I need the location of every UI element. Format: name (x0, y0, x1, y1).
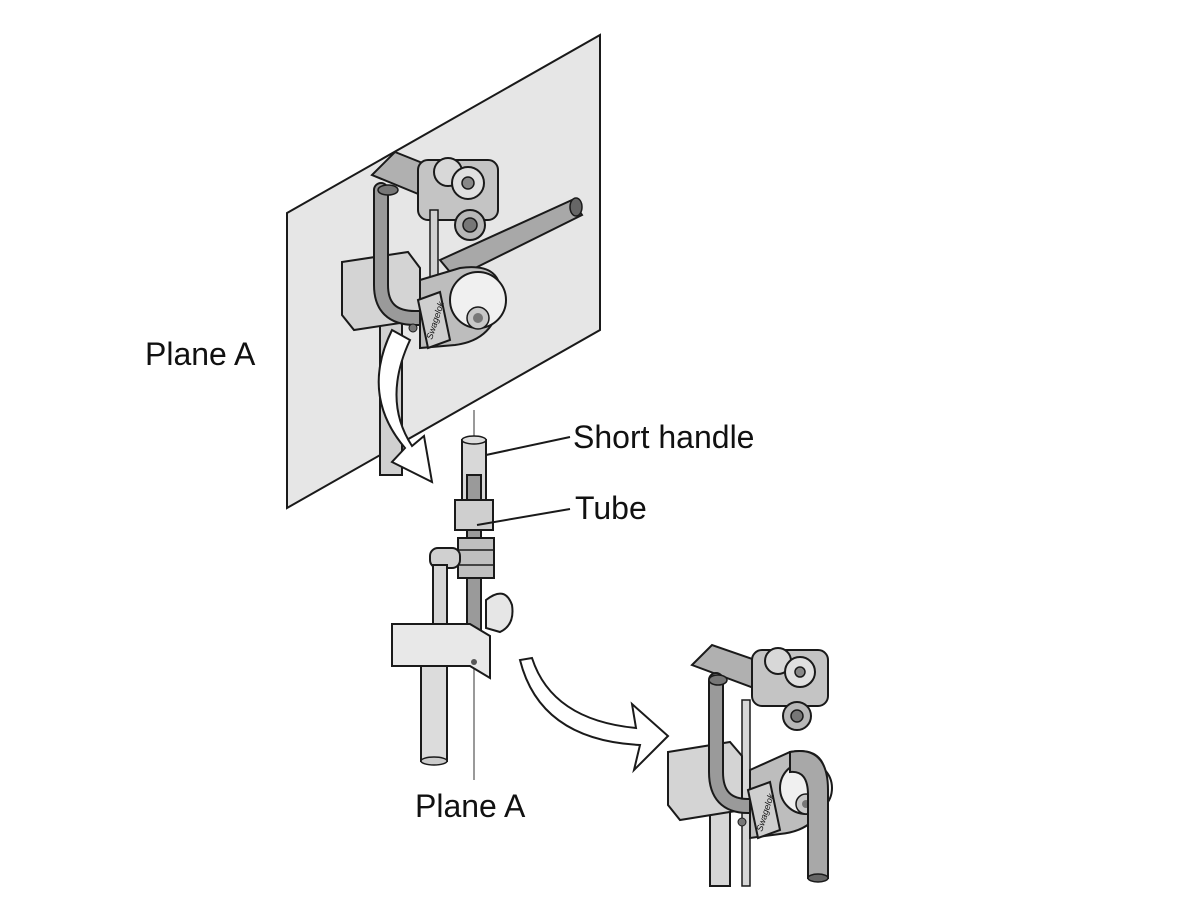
plane-a-panel (286, 33, 601, 510)
bend-die-top: Swagelok (408, 266, 507, 350)
top-bender-assembly: Swagelok (286, 33, 601, 510)
roll-support-head (417, 157, 499, 241)
middle-side-view (391, 410, 670, 780)
latch-hook (485, 592, 514, 634)
lower-pipe-side (420, 665, 448, 762)
leader-short-handle (485, 436, 571, 456)
tube-label: Tube (575, 490, 647, 526)
plane-a-label-top: Plane A (145, 336, 256, 372)
rotation-arrow-1 (377, 328, 434, 484)
roll-support-head-bottom (751, 647, 829, 731)
bottom-bender-assembly: Swagelok (667, 643, 833, 887)
short-handle-label: Short handle (573, 419, 755, 455)
leader-tube (476, 508, 571, 526)
rotation-arrow-2 (518, 656, 670, 774)
clamp-block-side (391, 623, 491, 680)
plane-a-label-bottom: Plane A (415, 788, 526, 824)
